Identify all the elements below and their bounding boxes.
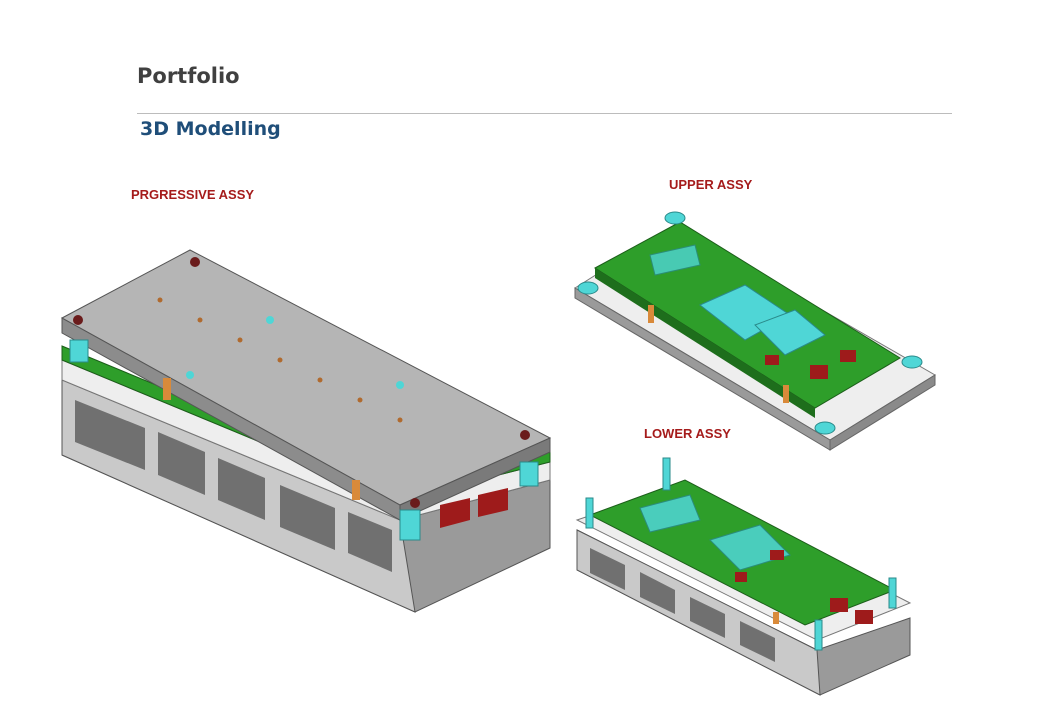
title-divider	[137, 113, 952, 114]
page-title: Portfolio	[137, 64, 240, 88]
progressive-die-set	[60, 249, 552, 613]
upper-die-set	[574, 211, 936, 451]
progressive-assy-label: PRGRESSIVE ASSY	[131, 187, 255, 202]
upper-assy-label: UPPER ASSY	[669, 177, 753, 192]
lower-assy-label: LOWER ASSY	[644, 426, 731, 441]
lower-die-set	[575, 457, 912, 696]
section-subtitle: 3D Modelling	[140, 118, 281, 140]
